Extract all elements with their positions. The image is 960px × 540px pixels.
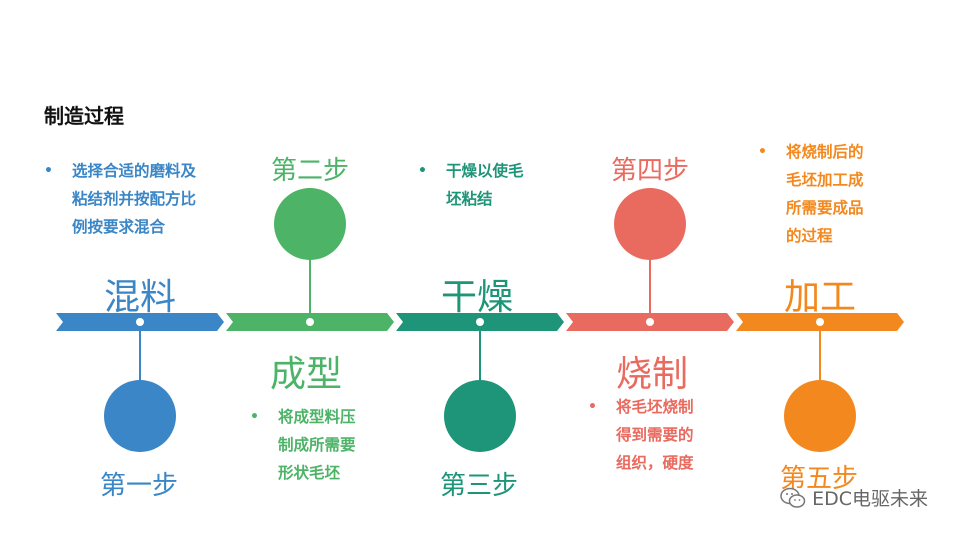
bullet-icon: •	[44, 163, 53, 179]
connector-3	[479, 327, 481, 387]
stage-name-4: 烧制	[615, 354, 688, 395]
stage-name-2: 成型	[269, 354, 342, 395]
timeline-node-3	[476, 318, 484, 326]
step-1-description: • 选择合适的磨料及 粘结剂并按配方比 例按要求混合	[44, 157, 196, 241]
connector-2	[309, 258, 311, 318]
step-label-1: 第一步	[99, 471, 178, 501]
step-label-3: 第三步	[439, 471, 518, 501]
connector-1	[139, 327, 141, 387]
connector-5	[819, 327, 821, 387]
wechat-icon	[780, 487, 806, 508]
step-1-circle	[104, 380, 176, 452]
timeline-node-2	[306, 318, 314, 326]
stage-name-5: 加工	[783, 277, 856, 318]
slide-title: 制造过程	[44, 104, 124, 128]
timeline-node-5	[816, 318, 824, 326]
step-2-description: • 将成型料压 制成所需要 形状毛坯	[250, 403, 356, 487]
connector-4	[649, 258, 651, 318]
step-2-circle	[274, 188, 346, 260]
step-label-4: 第四步	[610, 156, 689, 186]
bullet-icon: •	[418, 163, 427, 179]
step-label-2: 第二步	[270, 156, 349, 186]
timeline-node-4	[646, 318, 654, 326]
step-4-description: • 将毛坯烧制 得到需要的 组织，硬度	[588, 393, 694, 477]
bullet-icon: •	[588, 399, 597, 415]
step-4-circle	[614, 188, 686, 260]
bullet-icon: •	[250, 409, 259, 425]
stage-name-1: 混料	[103, 277, 176, 318]
step-5-circle	[784, 380, 856, 452]
step-5-description: • 将烧制后的 毛坯加工成 所需要成品 的过程	[758, 138, 864, 250]
stage-name-3: 干燥	[440, 277, 513, 318]
step-3-description: • 干燥以使毛 坯粘结	[418, 157, 524, 213]
watermark-text: EDC电驱未来	[812, 488, 928, 510]
timeline-node-1	[136, 318, 144, 326]
watermark: EDC电驱未来	[780, 484, 928, 511]
step-3-circle	[444, 380, 516, 452]
bullet-icon: •	[758, 144, 767, 160]
